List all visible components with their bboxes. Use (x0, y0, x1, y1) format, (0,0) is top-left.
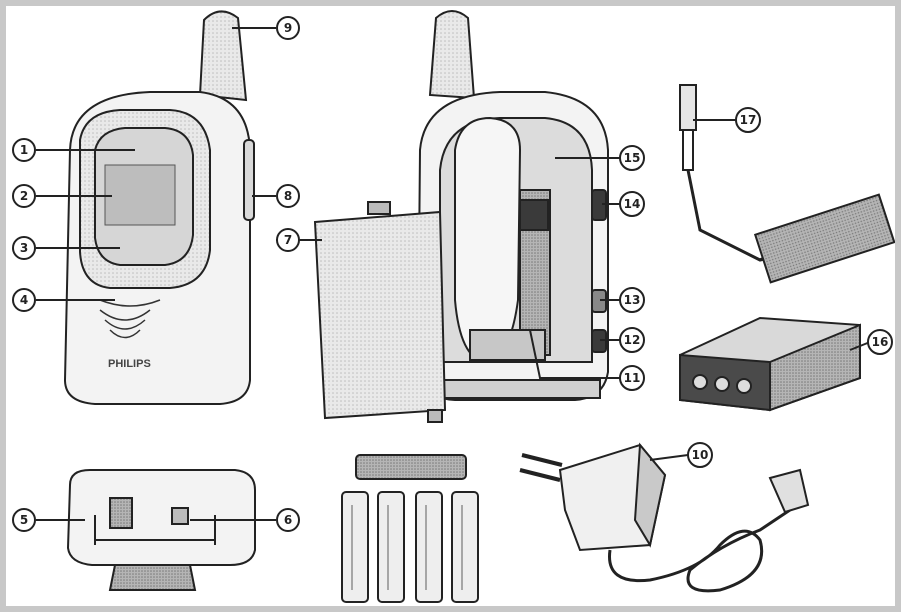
product-diagram: PHILIPS (12, 10, 895, 603)
side-button (243, 139, 255, 221)
svg-text:4: 4 (20, 293, 28, 307)
callout-4: 4 (12, 288, 36, 312)
screen-display (104, 164, 176, 226)
battery-1 (341, 491, 369, 603)
callout-16: 16 (867, 329, 893, 355)
belt-clip (454, 116, 522, 364)
back-base (439, 379, 601, 399)
svg-text:5: 5 (20, 513, 28, 527)
svg-text:2: 2 (20, 189, 28, 203)
svg-text:8: 8 (284, 189, 292, 203)
callout-7: 7 (276, 228, 300, 252)
front-handset: PHILIPS (63, 10, 255, 405)
callout-5-left: 5 (12, 508, 36, 532)
power-adapter (519, 442, 810, 593)
callout-10: 10 (687, 442, 713, 468)
callout-6-bottom: 6 (276, 508, 300, 532)
battery-4 (451, 491, 479, 603)
svg-text:14: 14 (624, 197, 641, 211)
inner-contact (519, 199, 549, 231)
svg-text:1: 1 (20, 143, 28, 157)
svg-text:7: 7 (284, 233, 292, 247)
callouts: 1 2 3 4 5 6 7 8 9 10 11 12 13 14 15 16 1… (12, 16, 893, 532)
battery-horizontal (355, 454, 467, 480)
callout-3: 3 (12, 236, 36, 260)
svg-text:9: 9 (284, 21, 292, 35)
svg-text:13: 13 (624, 293, 641, 307)
back-antenna (428, 10, 476, 100)
svg-text:12: 12 (624, 333, 641, 347)
svg-text:3: 3 (20, 241, 28, 255)
battery-3 (415, 491, 443, 603)
audio-cable (679, 84, 895, 284)
callout-1: 1 (12, 138, 36, 162)
svg-text:11: 11 (624, 371, 641, 385)
callout-8: 8 (276, 184, 300, 208)
callout-15: 15 (619, 145, 645, 171)
callout-17: 17 (735, 107, 761, 133)
front-antenna (198, 10, 248, 102)
speaker-grill (99, 299, 161, 339)
aa-batteries (341, 454, 479, 603)
leader-lines (36, 27, 871, 521)
callout-12: 12 (619, 327, 645, 353)
svg-text:16: 16 (872, 335, 889, 349)
svg-text:15: 15 (624, 151, 641, 165)
receiver-box (679, 316, 861, 412)
back-handset (416, 10, 609, 401)
battery-2 (377, 491, 405, 603)
callout-13: 13 (619, 287, 645, 313)
battery-cover (313, 201, 447, 423)
callout-14: 14 (619, 191, 645, 217)
svg-text:6: 6 (284, 513, 292, 527)
callout-11: 11 (619, 365, 645, 391)
svg-text:10: 10 (692, 448, 709, 462)
base-unit (66, 469, 256, 591)
callout-9: 9 (276, 16, 300, 40)
callout-2: 2 (12, 184, 36, 208)
front-brand-label: PHILIPS (108, 358, 151, 370)
svg-text:17: 17 (740, 113, 757, 127)
